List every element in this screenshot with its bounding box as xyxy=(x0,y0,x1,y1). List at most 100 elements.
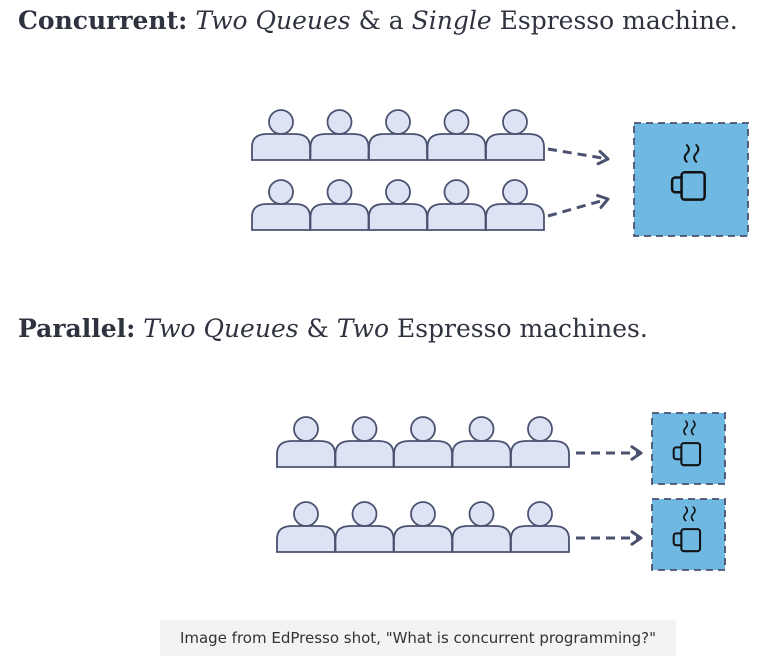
person-body xyxy=(368,203,428,231)
person-icon xyxy=(334,416,395,468)
person-head xyxy=(326,109,353,135)
arrow-line xyxy=(547,197,609,218)
coffee-cup-icon xyxy=(672,506,702,553)
image-caption: Image from EdPresso shot, "What is concu… xyxy=(160,620,676,656)
person-body xyxy=(393,525,453,553)
dashed-arrow-icon xyxy=(547,147,610,166)
person-body xyxy=(510,525,570,553)
person-body xyxy=(309,203,370,231)
person-body xyxy=(451,440,512,468)
person-icon xyxy=(510,501,570,553)
person-body xyxy=(276,440,336,468)
person-body xyxy=(276,525,336,553)
espresso-machine xyxy=(651,412,726,485)
person-head xyxy=(502,109,528,135)
steam-icon xyxy=(683,144,690,163)
steam-icon xyxy=(683,420,689,436)
concurrent-diagram xyxy=(251,109,749,237)
arrow-head xyxy=(630,445,643,461)
person-head xyxy=(268,109,294,135)
parallel-label: Parallel: xyxy=(18,314,136,343)
arrow-line xyxy=(547,147,609,161)
person-head xyxy=(293,416,319,442)
person-body xyxy=(426,133,487,161)
person-icon xyxy=(510,416,570,468)
person-icon xyxy=(426,109,487,161)
person-head xyxy=(443,179,470,205)
parallel-heading: Parallel: Two Queues & Two Espresso mach… xyxy=(18,314,648,343)
cup-body xyxy=(680,171,706,201)
concurrent-ampersand: & xyxy=(358,6,381,35)
concurrent-queues-text: Two Queues xyxy=(195,6,351,35)
person-body xyxy=(334,440,395,468)
steam-icon xyxy=(690,420,696,436)
person-head xyxy=(293,501,319,527)
espresso-machine xyxy=(633,122,749,237)
cup-body xyxy=(680,528,702,553)
parallel-ampersand: & xyxy=(306,314,329,343)
parallel-queues-text: Two Queues xyxy=(143,314,299,343)
parallel-machine-text: Espresso machines. xyxy=(396,314,648,343)
person-head xyxy=(385,179,411,205)
person-icon xyxy=(251,179,311,231)
concurrent-article: a xyxy=(388,6,404,35)
person-icon xyxy=(451,416,512,468)
coffee-cup-icon xyxy=(672,420,702,467)
arrow-head xyxy=(596,194,610,209)
person-icon xyxy=(309,109,370,161)
parallel-machine-count: Two xyxy=(336,314,389,343)
steam-icon xyxy=(693,144,700,163)
person-head xyxy=(326,179,353,205)
person-head xyxy=(385,109,411,135)
person-icon xyxy=(451,501,512,553)
person-head xyxy=(410,501,436,527)
person-body xyxy=(426,203,487,231)
person-body xyxy=(485,203,545,231)
person-icon xyxy=(251,109,311,161)
person-body xyxy=(309,133,370,161)
person-body xyxy=(393,440,453,468)
person-icon xyxy=(368,109,428,161)
steam-icon xyxy=(690,506,696,522)
dashed-arrow-icon xyxy=(576,530,643,546)
steam-icon xyxy=(683,506,689,522)
person-body xyxy=(334,525,395,553)
dashed-arrow-icon xyxy=(547,194,610,218)
dashed-arrow-icon xyxy=(576,445,643,461)
cup-handle xyxy=(672,532,683,547)
person-icon xyxy=(276,501,336,553)
arrow-head xyxy=(596,149,610,166)
person-head xyxy=(527,501,553,527)
person-icon xyxy=(393,501,453,553)
cup-handle xyxy=(670,176,683,194)
person-head xyxy=(502,179,528,205)
concurrent-heading: Concurrent: Two Queues & a Single Espres… xyxy=(18,6,738,35)
coffee-cup-icon xyxy=(670,144,706,201)
person-head xyxy=(468,416,495,442)
person-icon xyxy=(309,179,370,231)
arrow-head xyxy=(630,530,643,546)
person-icon xyxy=(485,179,545,231)
person-head xyxy=(468,501,495,527)
person-head xyxy=(351,416,378,442)
concurrent-machine-count: Single xyxy=(411,6,492,35)
person-icon xyxy=(334,501,395,553)
parallel-diagram xyxy=(276,412,726,571)
cup-body xyxy=(680,442,702,467)
person-body xyxy=(251,203,311,231)
person-body xyxy=(485,133,545,161)
person-head xyxy=(527,416,553,442)
person-head xyxy=(268,179,294,205)
person-head xyxy=(410,416,436,442)
person-body xyxy=(510,440,570,468)
espresso-machine xyxy=(651,498,726,571)
person-icon xyxy=(393,416,453,468)
person-head xyxy=(443,109,470,135)
person-head xyxy=(351,501,378,527)
cup-handle xyxy=(672,446,683,461)
concurrent-label: Concurrent: xyxy=(18,6,188,35)
person-body xyxy=(451,525,512,553)
person-body xyxy=(368,133,428,161)
concurrent-machine-text: Espresso machine. xyxy=(499,6,738,35)
person-icon xyxy=(368,179,428,231)
